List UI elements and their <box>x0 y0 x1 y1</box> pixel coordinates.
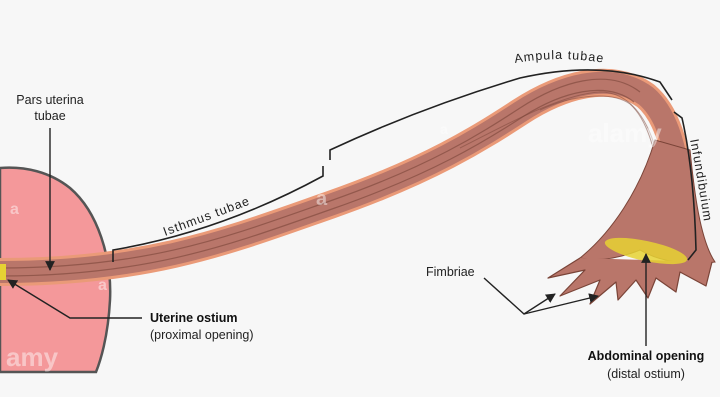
uterine-ostium-highlight <box>0 264 6 280</box>
pars-uterina-label-line2: tubae <box>34 109 65 123</box>
abdominal-opening-subtitle: (distal ostium) <box>607 367 685 381</box>
uterine-ostium-subtitle: (proximal opening) <box>150 328 254 342</box>
watermark-letter: a <box>316 188 328 210</box>
ampula-label: Ampula tubae <box>513 48 605 66</box>
watermark-letter: a <box>98 277 107 294</box>
fimbriae-fringe <box>548 258 712 304</box>
watermark-letter: a <box>440 121 448 137</box>
fimbriae-label: Fimbriae <box>426 265 475 279</box>
fimbriae-pointer <box>524 296 598 314</box>
watermark-brand: amy <box>6 342 59 372</box>
uterine-ostium-title: Uterine ostium <box>150 311 238 325</box>
abdominal-opening-title: Abdominal opening <box>588 349 705 363</box>
watermark-brand: alamy <box>588 118 662 148</box>
watermark-letter: a <box>10 201 19 218</box>
pars-uterina-label-line1: Pars uterina <box>16 93 83 107</box>
